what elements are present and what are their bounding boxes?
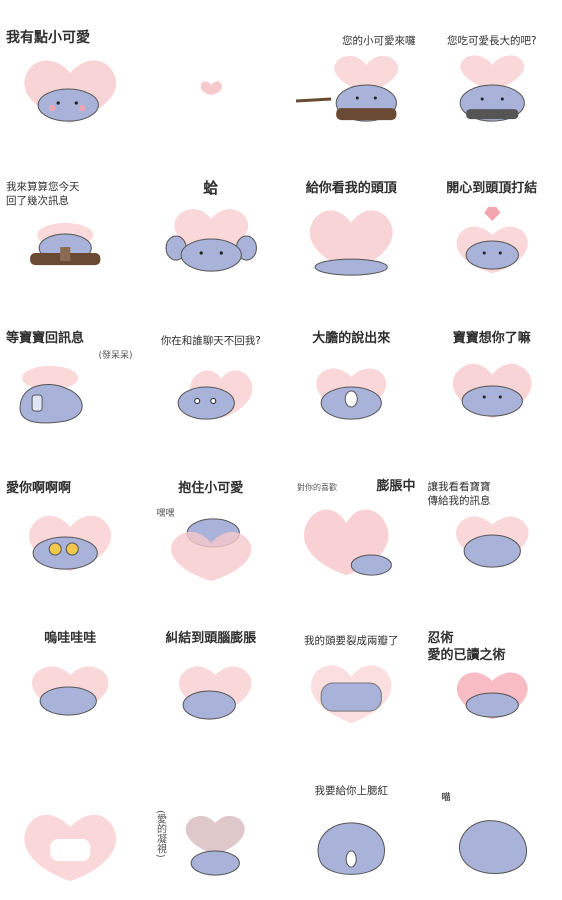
sticker-caption: 我有點小可愛 [6, 30, 90, 46]
sticker-caption: 你在和誰聊天不回我? [160, 335, 261, 347]
sticker-caption: 我要給你上腮紅 [314, 785, 389, 797]
sticker-art [151, 52, 272, 134]
sticker-side-text: 嘿嘿 [156, 509, 175, 519]
sticker-10[interactable]: 你在和誰聊天不回我? [141, 300, 282, 450]
sticker-art [291, 502, 412, 584]
sticker-art [291, 202, 412, 284]
sticker-caption: 寶寶想你了嘛 [452, 331, 531, 346]
sticker-caption: 膨脹中 [376, 479, 416, 494]
sticker-art [151, 352, 272, 434]
sticker-13[interactable]: 愛你啊啊啊 [0, 450, 141, 600]
sticker-08[interactable]: 開心到頭頂打結 [422, 150, 562, 300]
sticker-side-text: 對你的喜歡 [297, 483, 337, 492]
sticker-24[interactable]: 喵 [422, 750, 562, 900]
sticker-caption: 蛤 [203, 179, 219, 197]
sticker-caption: 開心到頭頂打結 [446, 181, 538, 196]
sticker-art [432, 352, 553, 434]
sticker-caption: 忍術 愛的已讀之術 [427, 631, 506, 663]
sticker-15[interactable]: 對你的喜歡 膨脹中 [281, 450, 422, 600]
sticker-art [151, 202, 272, 284]
sticker-art [432, 502, 553, 584]
sticker-art [291, 352, 412, 434]
sticker-11[interactable]: 大膽的說出來 [281, 300, 422, 450]
sticker-caption: 抱住小可愛 [178, 481, 244, 496]
sticker-caption: 等寶寶回訊息 [6, 331, 85, 346]
sticker-01[interactable]: 我有點小可愛 [0, 0, 141, 150]
sticker-art [151, 652, 272, 734]
sticker-art [291, 802, 412, 884]
sticker-art [291, 52, 412, 134]
sticker-caption: 我來算算您今天 回了幾次訊息 [6, 181, 80, 207]
sticker-caption: 讓我看看寶寶 傳給我的訊息 [427, 481, 491, 507]
sticker-21[interactable] [0, 750, 141, 900]
sticker-caption: 給你看我的頭頂 [305, 181, 397, 196]
sticker-side-text: 喵 [441, 793, 451, 803]
sticker-caption: 您的小可愛來囉 [342, 35, 416, 47]
sticker-06[interactable]: 蛤 [141, 150, 282, 300]
sticker-caption: 您吃可愛長大的吧? [446, 35, 537, 47]
sticker-17[interactable]: 嗚哇哇哇 [0, 600, 141, 750]
sticker-art [432, 802, 553, 884]
sticker-14[interactable]: 抱住小可愛 嘿嘿 [141, 450, 282, 600]
sticker-art [10, 52, 131, 134]
sticker-20[interactable]: 忍術 愛的已讀之術 [422, 600, 562, 750]
sticker-caption: 大膽的說出來 [312, 331, 391, 346]
sticker-16[interactable]: 讓我看看寶寶 傳給我的訊息 [422, 450, 562, 600]
sticker-caption: 我的頭要裂成兩瓣了 [304, 635, 399, 647]
sticker-caption: 糾結到頭腦膨脹 [165, 631, 257, 646]
sticker-18[interactable]: 糾結到頭腦膨脹 [141, 600, 282, 750]
sticker-art [432, 652, 553, 734]
sticker-side-text: (發呆呆) [98, 351, 133, 361]
sticker-12[interactable]: 寶寶想你了嘛 [422, 300, 562, 450]
sticker-art [10, 502, 131, 584]
sticker-art [432, 202, 553, 284]
sticker-art [10, 352, 131, 434]
sticker-art [151, 502, 272, 584]
sticker-19[interactable]: 我的頭要裂成兩瓣了 [281, 600, 422, 750]
sticker-caption: 嗚哇哇哇 [44, 631, 97, 646]
sticker-art [151, 802, 272, 884]
sticker-art [291, 652, 412, 734]
sticker-22[interactable]: (愛的凝視) [141, 750, 282, 900]
sticker-05[interactable]: 我來算算您今天 回了幾次訊息 [0, 150, 141, 300]
sticker-09[interactable]: 等寶寶回訊息 (發呆呆) [0, 300, 141, 450]
sticker-art [432, 52, 553, 134]
sticker-03[interactable]: 您的小可愛來囉 [281, 0, 422, 150]
sticker-art [10, 202, 131, 284]
sticker-caption: 愛你啊啊啊 [6, 481, 72, 496]
sticker-07[interactable]: 給你看我的頭頂 [281, 150, 422, 300]
sticker-04[interactable]: 您吃可愛長大的吧? [422, 0, 562, 150]
sticker-02[interactable] [141, 0, 282, 150]
sticker-23[interactable]: 我要給你上腮紅 [281, 750, 422, 900]
sticker-side-text: (愛的凝視) [154, 810, 166, 858]
sticker-art [10, 652, 131, 734]
sticker-art [10, 802, 131, 884]
